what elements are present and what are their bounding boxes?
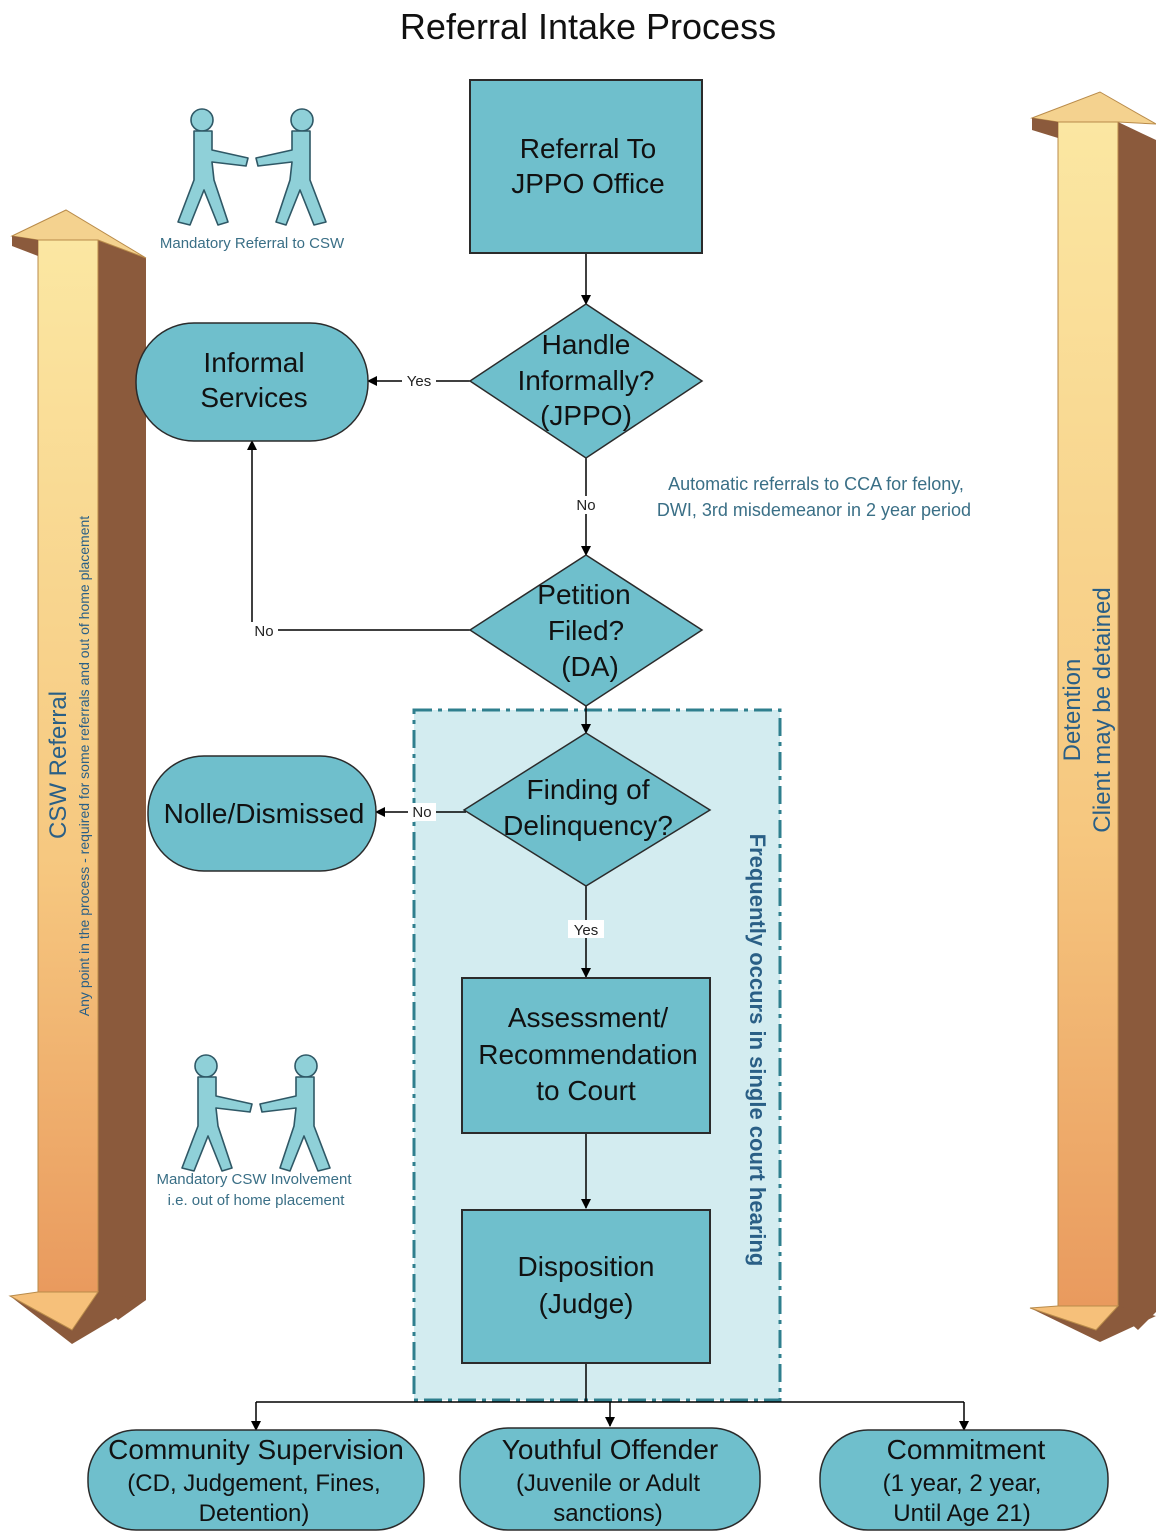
node-informal-line2: Services bbox=[200, 382, 307, 413]
node-petition-line3: (DA) bbox=[561, 651, 619, 682]
node-commitment-line1: Commitment bbox=[887, 1434, 1046, 1465]
node-referral-line2: JPPO Office bbox=[511, 168, 665, 199]
node-handle-informally bbox=[468, 303, 704, 459]
node-assessment bbox=[461, 977, 711, 1134]
node-disposition-line1: Disposition bbox=[518, 1251, 655, 1282]
node-youthful-line1: Youthful Offender bbox=[502, 1434, 718, 1465]
node-youthful-line2: (Juvenile or Adult bbox=[516, 1470, 700, 1497]
node-nolle-dismissed bbox=[147, 755, 377, 872]
node-commitment bbox=[819, 1429, 1109, 1531]
node-petition-line2: Filed? bbox=[548, 615, 624, 646]
people-handshake-icon bbox=[177, 108, 327, 226]
node-informal-line1: Informal bbox=[203, 347, 304, 378]
edge-label-finding-yes: Yes bbox=[574, 922, 598, 939]
mandatory-referral-caption: Mandatory Referral to CSW bbox=[160, 235, 345, 252]
detention-sublabel: Client may be detained bbox=[1089, 587, 1116, 832]
node-nolle-label: Nolle/Dismissed bbox=[164, 798, 365, 829]
mandatory-involvement-caption-line1: Mandatory CSW Involvement bbox=[156, 1171, 352, 1188]
node-disposition bbox=[461, 1209, 711, 1364]
node-community-line3: Detention) bbox=[199, 1500, 310, 1527]
node-community-supervision bbox=[87, 1429, 425, 1531]
automatic-referrals-note-line1: Automatic referrals to CCA for felony, bbox=[668, 474, 964, 494]
edge-label-handle-yes: Yes bbox=[407, 373, 431, 390]
mandatory-involvement-caption-line2: i.e. out of home placement bbox=[168, 1192, 346, 1209]
node-commitment-line3: Until Age 21) bbox=[893, 1500, 1030, 1527]
csw-referral-title: CSW Referral bbox=[45, 691, 72, 839]
detention-label: Detention bbox=[1059, 659, 1086, 762]
node-commitment-line2: (1 year, 2 year, bbox=[883, 1470, 1042, 1497]
node-handle-line1: Handle bbox=[542, 329, 631, 360]
automatic-referrals-note-line2: DWI, 3rd misdemeanor in 2 year period bbox=[657, 500, 971, 520]
frequent-note: Frequently occurs in single court hearin… bbox=[745, 834, 770, 1267]
node-youthful-line3: sanctions) bbox=[553, 1500, 662, 1527]
edge-label-finding-no: No bbox=[412, 804, 431, 821]
node-petition-line1: Petition bbox=[537, 579, 630, 610]
node-handle-line2: Informally? bbox=[518, 365, 655, 396]
node-petition-filed bbox=[468, 554, 704, 707]
node-informal-services bbox=[135, 322, 369, 442]
node-community-line1: Community Supervision bbox=[108, 1434, 404, 1465]
node-assessment-line2: Recommendation bbox=[478, 1039, 697, 1070]
detention-arrow bbox=[1029, 91, 1156, 1342]
node-assessment-line1: Assessment/ bbox=[508, 1002, 668, 1033]
node-community-line2: (CD, Judgement, Fines, bbox=[127, 1470, 380, 1497]
node-assessment-line3: to Court bbox=[536, 1075, 636, 1106]
edge-label-petition-no: No bbox=[254, 623, 273, 640]
node-disposition-line2: (Judge) bbox=[539, 1288, 634, 1319]
node-referral-line1: Referral To bbox=[520, 133, 656, 164]
node-youthful-offender bbox=[459, 1427, 761, 1531]
node-handle-line3: (JPPO) bbox=[540, 400, 632, 431]
edge-label-handle-no: No bbox=[576, 497, 595, 514]
node-finding-line2: Delinquency? bbox=[503, 810, 673, 841]
node-finding-line1: Finding of bbox=[527, 774, 650, 805]
page-title: Referral Intake Process bbox=[400, 6, 776, 47]
people-handshake-icon bbox=[181, 1054, 331, 1172]
node-finding-of-delinquency bbox=[462, 732, 712, 887]
csw-referral-arrow bbox=[8, 209, 147, 1344]
node-referral-to-jppo bbox=[469, 79, 703, 254]
csw-referral-subtitle: Any point in the process - required for … bbox=[76, 516, 92, 1016]
